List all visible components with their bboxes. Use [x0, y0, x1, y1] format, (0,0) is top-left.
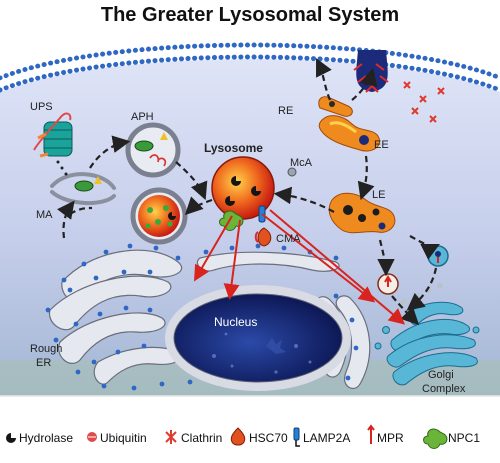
- nucleus: [165, 285, 351, 391]
- lamp2a-icon: [293, 427, 300, 447]
- golgi-derived-vesicle: [427, 245, 449, 267]
- legend-item-clathrin: Clathrin: [165, 430, 222, 445]
- clathrin-icon: [165, 430, 177, 444]
- autolysosome: [130, 187, 188, 245]
- legend-item-mpr: MPR: [367, 424, 404, 445]
- plasma-membrane-inner: [0, 54, 500, 93]
- mpr-vesicle: [377, 273, 399, 295]
- legend-label-hsc70: HSC70: [249, 431, 288, 445]
- mpr-icon: [367, 424, 375, 444]
- label-golgi-line2: Complex: [422, 383, 466, 395]
- label-ma: MA: [36, 209, 53, 221]
- early-endosome: [318, 115, 380, 152]
- label-rough-er-line1: Rough: [30, 343, 62, 355]
- legend-item-npc1: NPC1: [423, 428, 480, 449]
- legend-item-hydrolase: Hydrolase: [6, 431, 73, 445]
- legend-label-ubiquitin: Ubiquitin: [100, 431, 147, 445]
- label-nucleus: Nucleus: [214, 315, 257, 329]
- lysosome-output-arrows: [193, 209, 406, 325]
- npc1-icon: [423, 428, 448, 449]
- label-le: LE: [372, 189, 385, 201]
- hsc70-chaperone: [254, 227, 272, 247]
- label-rough-er-line2: ER: [36, 357, 51, 369]
- label-ee: EE: [374, 139, 389, 151]
- legend-label-mpr: MPR: [377, 431, 404, 445]
- golgi-complex: [374, 301, 480, 386]
- label-re: RE: [278, 105, 293, 117]
- legend-label-npc1: NPC1: [448, 431, 480, 445]
- clathrin-cluster: [403, 81, 445, 123]
- microautophagy-vesicle: [287, 167, 297, 177]
- trafficking-arrows: [57, 58, 440, 326]
- label-cma: CMA: [276, 233, 301, 245]
- label-ups: UPS: [30, 101, 53, 113]
- rough-er: [48, 249, 371, 389]
- legend-item-hsc70: HSC70: [230, 427, 288, 446]
- proteasome: [33, 112, 73, 176]
- plasma-membrane-core: [0, 47, 500, 88]
- label-golgi-line1: Golgi: [428, 369, 454, 381]
- legend-label-hydrolase: Hydrolase: [19, 431, 73, 445]
- legend-label-lamp2a: LAMP2A: [303, 431, 350, 445]
- label-aph: APH: [131, 111, 154, 123]
- hydrolase-icon: [6, 433, 16, 443]
- legend: Hydrolase Ubiquitin Clathrin HSC70: [6, 424, 480, 449]
- ubiquitin-icon: [87, 432, 97, 442]
- label-lysosome: Lysosome: [204, 141, 263, 155]
- legend-label-clathrin: Clathrin: [181, 431, 222, 445]
- legend-item-lamp2a: LAMP2A: [293, 427, 350, 447]
- label-mca: McA: [290, 157, 313, 169]
- phagophore: [50, 172, 116, 206]
- diagram-title: The Greater Lysosomal System: [100, 4, 400, 26]
- legend-item-ubiquitin: Ubiquitin: [87, 431, 147, 445]
- autophagosome: [125, 122, 181, 178]
- hsc70-icon: [230, 427, 246, 446]
- plasma-membrane-outer: [0, 42, 500, 81]
- recycling-endosome: [318, 96, 353, 117]
